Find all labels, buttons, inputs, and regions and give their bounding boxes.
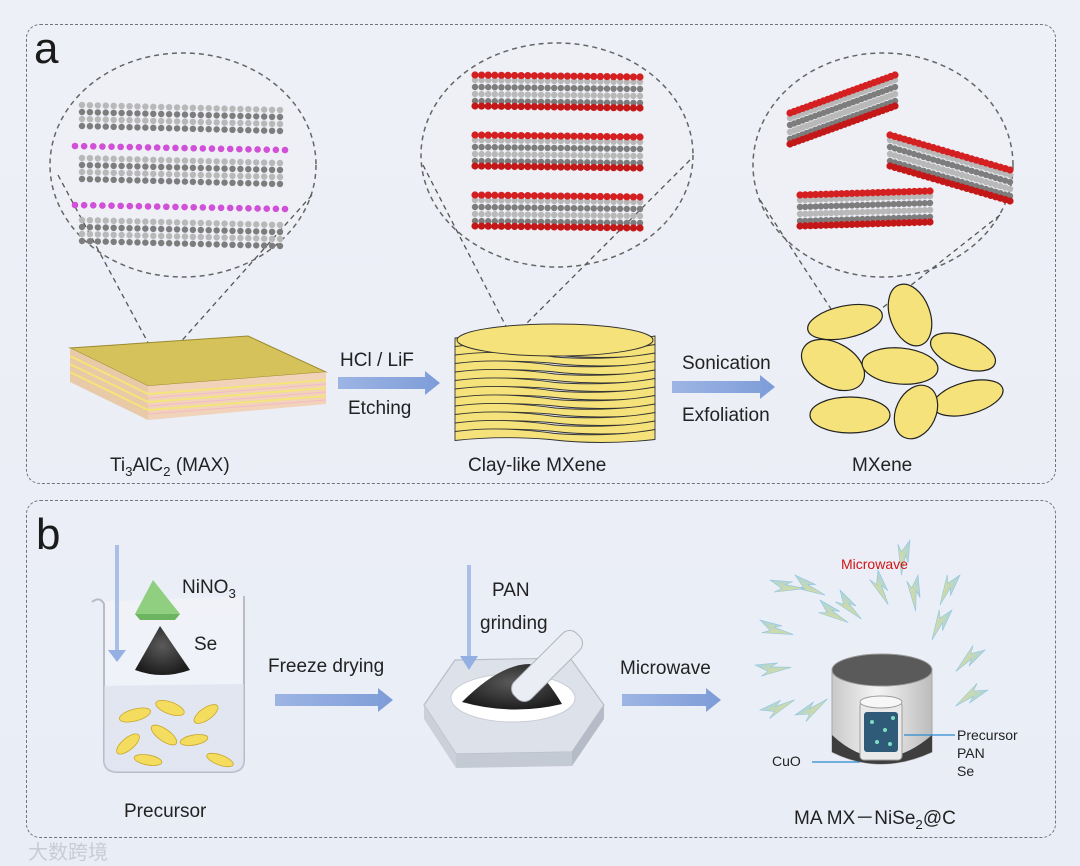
panel-b-label: b [36, 510, 61, 559]
arrow2-bottom-label: Exfoliation [682, 405, 770, 426]
pan-label: PAN [492, 580, 530, 601]
beaker-mxene-flakes [116, 699, 234, 768]
nino3-label: NiNO3 [182, 577, 236, 601]
mxene-structure [786, 71, 1014, 230]
clay-stack [454, 323, 656, 443]
arrow-microwave [622, 688, 721, 712]
panel-a [26, 24, 1056, 484]
microwave-bolts [753, 538, 990, 722]
panel-b [26, 500, 1056, 838]
mxene-flakes [800, 283, 1004, 440]
mxene-caption: MXene [852, 455, 913, 476]
reactor-label-se: Se [957, 763, 975, 779]
arrow-exfoliation [672, 375, 775, 399]
microwave-arrow-label: Microwave [620, 658, 711, 679]
reactor-label-pan: PAN [957, 745, 985, 761]
mortar [423, 565, 605, 768]
max-caption: Ti3AlC2 (MAX) [110, 455, 230, 479]
arrow2-top-label: Sonication [682, 353, 771, 374]
arrow1-bottom-label: Etching [348, 398, 412, 419]
product-caption: MA MX－NiSe2@C [794, 808, 956, 832]
freeze-drying-label: Freeze drying [268, 656, 385, 677]
clay-caption: Clay-like MXene [468, 455, 607, 476]
arrow1-top-label: HCl / LiF [340, 350, 414, 371]
clay-structure [471, 71, 644, 232]
reactor-label-precursor: Precursor [957, 727, 1018, 743]
microwave-title: Microwave [841, 556, 908, 572]
max-slab [68, 335, 328, 420]
arrow-etching [338, 371, 440, 395]
arrow-freeze-drying [275, 688, 393, 712]
max-structure [71, 101, 289, 250]
beaker [91, 545, 245, 773]
grinding-label: grinding [480, 613, 548, 634]
zoom-cone-lines [57, 159, 1001, 366]
cuo-label: CuO [772, 753, 801, 769]
panel-a-label: a [34, 24, 59, 73]
se-label: Se [194, 634, 218, 655]
watermark: 大数跨境 [28, 842, 108, 864]
reactor-crucible [812, 653, 955, 765]
precursor-caption: Precursor [124, 801, 207, 822]
